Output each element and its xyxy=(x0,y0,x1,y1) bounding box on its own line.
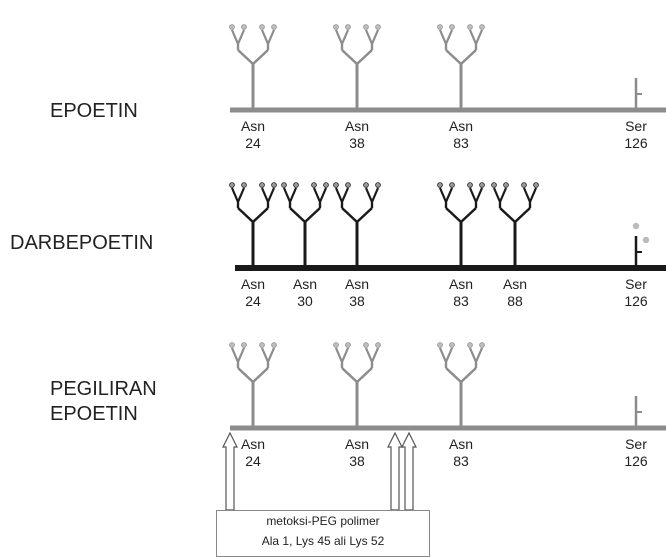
site-number: 24 xyxy=(233,453,273,470)
pegylated-epoetin-glycan-asn-38 xyxy=(334,343,381,426)
epoetin-label: EPOETIN xyxy=(50,99,138,124)
site-residue: Asn xyxy=(441,276,481,293)
site-residue: Asn xyxy=(233,118,273,135)
darbepoetin-glycan-ser-126 xyxy=(633,223,649,266)
pegylated-epoetin-glycan-asn-83 xyxy=(438,343,485,426)
epoetin-glycan-ser-126 xyxy=(636,78,642,108)
site-number: 88 xyxy=(495,293,535,310)
peg-annotation-line2: Ala 1, Lys 45 ali Lys 52 xyxy=(217,531,429,551)
site-residue: Ser xyxy=(616,276,656,293)
pegylated-epoetin-glycan-ser-126 xyxy=(636,396,642,426)
site-residue: Asn xyxy=(285,276,325,293)
site-number: 24 xyxy=(233,135,273,152)
site-residue: Asn xyxy=(337,276,377,293)
site-number: 38 xyxy=(337,293,377,310)
site-residue: Asn xyxy=(233,276,273,293)
epoetin-glycan-asn-83 xyxy=(438,25,485,108)
row-darbepoetin xyxy=(230,183,666,268)
site-number: 83 xyxy=(441,293,481,310)
site-number: 24 xyxy=(233,293,273,310)
row-label-line: PEGILIRAN xyxy=(50,377,157,402)
peg-annotation-line1: metoksi-PEG polimer xyxy=(217,511,429,531)
epoetin-glycan-asn-24 xyxy=(230,25,277,108)
site-residue: Asn xyxy=(441,118,481,135)
site-number: 38 xyxy=(337,135,377,152)
darbepoetin-glycan-asn-24 xyxy=(230,183,277,266)
site-number: 30 xyxy=(285,293,325,310)
darbepoetin-label: DARBEPOETIN xyxy=(10,231,153,256)
site-residue: Asn xyxy=(233,436,273,453)
row-label-line: DARBEPOETIN xyxy=(10,231,153,256)
site-residue: Asn xyxy=(337,118,377,135)
site-number: 126 xyxy=(616,135,656,152)
site-residue: Asn xyxy=(495,276,535,293)
site-number: 83 xyxy=(441,135,481,152)
row-label-line: EPOETIN xyxy=(50,402,157,427)
site-residue: Asn xyxy=(441,436,481,453)
site-number: 126 xyxy=(616,293,656,310)
epoetin-glycan-asn-38 xyxy=(334,25,381,108)
darbepoetin-glycan-asn-88 xyxy=(492,183,539,266)
site-number: 83 xyxy=(441,453,481,470)
site-number: 38 xyxy=(337,453,377,470)
darbepoetin-glycan-asn-83 xyxy=(438,183,485,266)
darbepoetin-glycan-asn-38 xyxy=(334,183,381,266)
site-residue: Ser xyxy=(616,118,656,135)
site-residue: Asn xyxy=(337,436,377,453)
site-number: 126 xyxy=(616,453,656,470)
site-residue: Ser xyxy=(616,436,656,453)
peg-arrow-lys52 xyxy=(402,433,416,510)
peg-arrow-lys45 xyxy=(388,433,402,510)
peg-annotation-box: metoksi-PEG polimer Ala 1, Lys 45 ali Ly… xyxy=(216,510,430,557)
pegylated-epoetin-glycan-asn-24 xyxy=(230,343,277,426)
row-epoetin xyxy=(230,25,666,110)
row-pegylated-epoetin xyxy=(230,343,666,428)
row-label-line: EPOETIN xyxy=(50,99,138,124)
darbepoetin-glycan-asn-30 xyxy=(282,183,329,266)
